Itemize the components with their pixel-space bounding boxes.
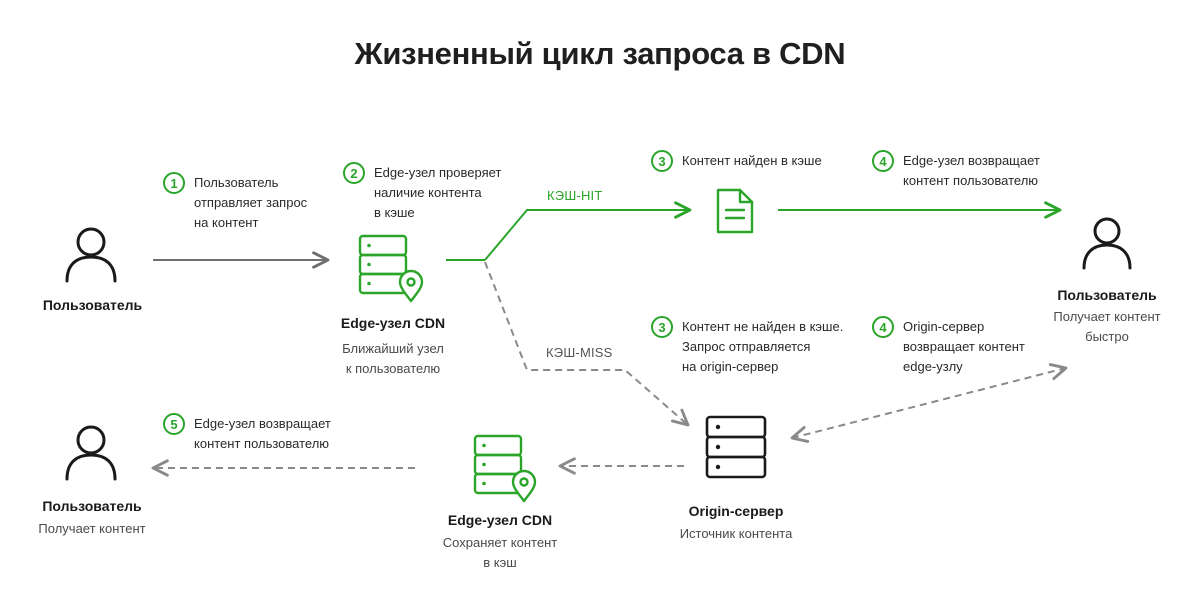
user-right-label: Пользователь — [1057, 287, 1157, 303]
step-2: 2 Edge-узел проверяет наличие контента в… — [343, 162, 502, 223]
edge-top-node: Edge-узел CDN Ближайший узел к пользоват… — [313, 315, 473, 379]
user-icon — [1082, 217, 1132, 270]
user-bottom-node: Пользователь Получает контент — [17, 498, 167, 539]
arrow-origin-user-right — [790, 363, 1068, 443]
step-text: Origin-сервер возвращает контент edge-уз… — [903, 319, 1025, 374]
edge-bottom-label: Edge-узел CDN — [447, 512, 553, 528]
server-icon — [705, 415, 767, 479]
user-bottom-sub: Получает контент — [38, 521, 146, 536]
user-right-sub: Получает контент быстро — [1053, 309, 1161, 344]
origin-sub: Источник контента — [679, 526, 793, 541]
arrow-cache-miss — [484, 261, 690, 427]
cache-miss-label: КЭШ-MISS — [546, 345, 613, 360]
cache-hit-label: КЭШ-HIT — [547, 188, 603, 203]
user-bottom-label: Пользователь — [42, 498, 142, 514]
step-text: Контент найден в кэше — [682, 153, 822, 168]
step-text: Edge-узел проверяет наличие контента в к… — [374, 165, 502, 220]
step-number-badge: 4 — [872, 316, 894, 338]
step-4-hit: 4 Edge-узел возвращает контент пользоват… — [872, 150, 1040, 191]
step-3-hit: 3 Контент найден в кэше — [651, 150, 822, 172]
step-5: 5 Edge-узел возвращает контент пользоват… — [163, 413, 331, 454]
step-text: Edge-узел возвращает контент пользовател… — [194, 416, 331, 451]
user-icon — [65, 227, 117, 283]
server-location-icon — [358, 234, 424, 303]
edge-bottom-node: Edge-узел CDN Сохраняет контент в кэш — [420, 512, 580, 573]
edge-bottom-sub: Сохраняет контент в кэш — [442, 535, 558, 570]
page-title: Жизненный цикл запроса в CDN — [354, 36, 846, 71]
edge-top-label: Edge-узел CDN — [340, 315, 446, 331]
step-number-badge: 4 — [872, 150, 894, 172]
step-text: Пользователь отправляет запрос на контен… — [194, 175, 308, 230]
step-4-miss: 4 Origin-сервер возвращает контент edge-… — [872, 316, 1025, 377]
step-number-badge: 5 — [163, 413, 185, 435]
user-right-node: Пользователь Получает контент быстро — [1032, 287, 1182, 347]
user-left-label: Пользователь — [42, 297, 143, 313]
step-number-badge: 2 — [343, 162, 365, 184]
step-number-badge: 3 — [651, 316, 673, 338]
edge-top-sub: Ближайший узел к пользователю — [342, 341, 444, 376]
step-1: 1 Пользователь отправляет запрос на конт… — [163, 172, 308, 233]
user-icon — [65, 425, 117, 481]
step-text: Контент не найден в кэше. Запрос отправл… — [682, 319, 844, 374]
step-3-miss: 3 Контент не найден в кэше. Запрос отпра… — [651, 316, 844, 377]
arrow-cache-hit — [484, 201, 692, 261]
step-number-badge: 3 — [651, 150, 673, 172]
origin-label: Origin-сервер — [688, 503, 784, 519]
document-icon — [716, 188, 754, 234]
origin-node: Origin-сервер Источник контента — [656, 503, 816, 544]
server-location-icon — [473, 434, 537, 503]
step-number-badge: 1 — [163, 172, 185, 194]
step-text: Edge-узел возвращает контент пользовател… — [903, 153, 1040, 188]
